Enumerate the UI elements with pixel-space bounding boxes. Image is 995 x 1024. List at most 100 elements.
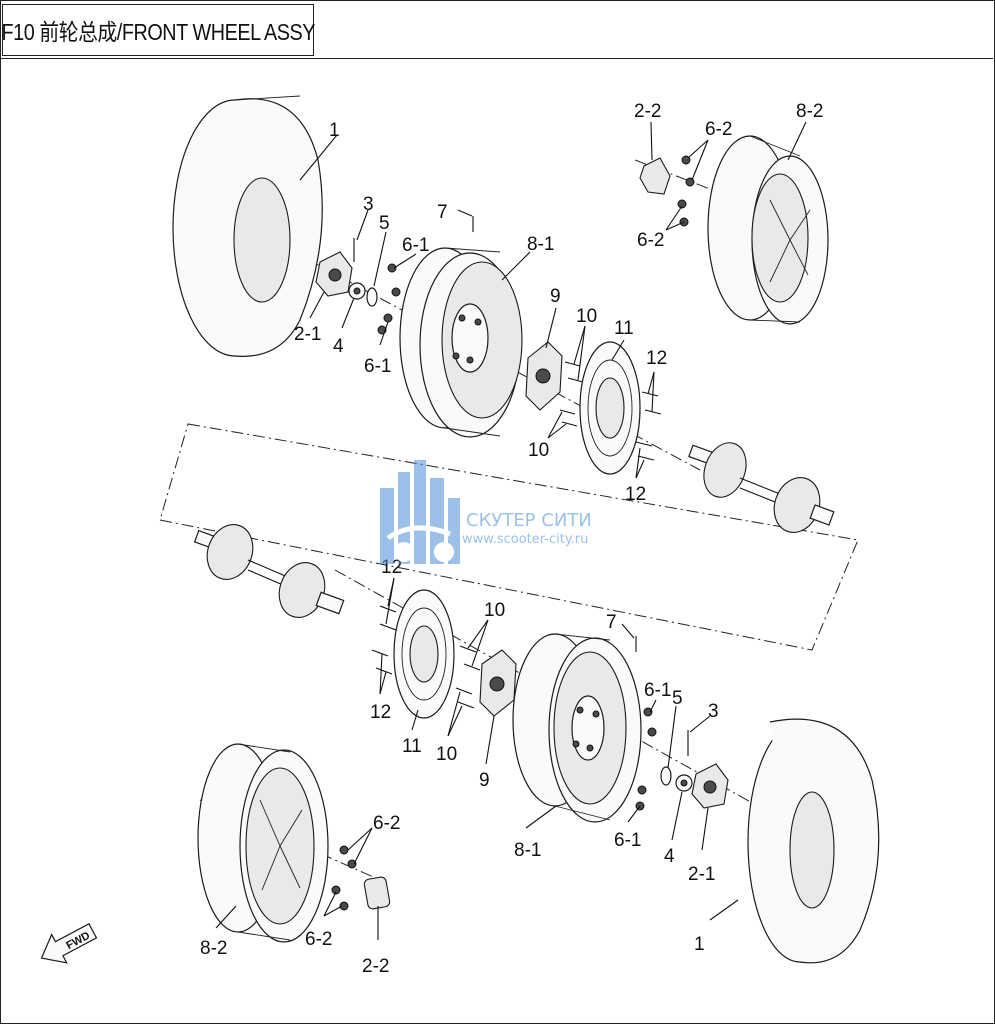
callout-4-upper: 4 <box>333 336 344 357</box>
fwd-label: FWD <box>64 930 92 952</box>
header-divider <box>0 58 993 59</box>
leader-12d-lower <box>379 671 387 695</box>
callout-7-upper: 7 <box>437 202 448 223</box>
drive-shaft-left <box>193 524 345 618</box>
leader-6-2a-upper <box>687 139 709 159</box>
leader-6-2b-upper <box>691 139 709 181</box>
callout-12a-lower: 12 <box>381 557 402 578</box>
leader-6-2d-upper <box>665 221 685 231</box>
leader-3-lower <box>689 715 711 733</box>
callout-1-lower: 1 <box>694 934 705 955</box>
leader-5-lower <box>667 705 677 769</box>
callout-2-2-upper: 2-2 <box>634 101 661 122</box>
page-title: F10 前轮总成/FRONT WHEEL ASSY <box>1 19 315 45</box>
callout-1-upper: 1 <box>329 120 340 141</box>
leader-6-2b-lower <box>353 827 373 865</box>
callout-9-upper: 9 <box>550 286 561 307</box>
leader-6-2a-lower <box>347 827 373 851</box>
leader-6-1b-lower <box>627 805 641 823</box>
leader-7-upper <box>457 209 473 217</box>
leader-4-lower <box>671 791 683 841</box>
leader-6-1b-upper <box>379 321 389 346</box>
callout-5-lower: 5 <box>672 688 683 709</box>
hub-cap-lower <box>691 763 729 809</box>
callout-7-lower: 7 <box>606 612 617 633</box>
disc-bolts-upper <box>635 391 662 461</box>
wheel-hub-lower <box>479 649 517 717</box>
callout-11-upper: 11 <box>614 318 634 339</box>
title-box: F10 前轮总成/FRONT WHEEL ASSY <box>1 4 315 56</box>
callout-6-2b-lower: 6-2 <box>305 929 332 950</box>
callout-9-lower: 9 <box>479 770 490 791</box>
wheel-nuts-upper <box>377 263 401 335</box>
leader-2-1-lower <box>701 807 709 851</box>
leader-11-lower <box>411 709 419 731</box>
leader-10b-lower <box>471 619 489 667</box>
callout-6-2b-upper: 6-2 <box>637 230 664 251</box>
leader-12b-upper <box>651 371 655 413</box>
callout-5-upper: 5 <box>379 213 390 234</box>
drive-shaft-right <box>688 442 835 533</box>
leader-5-upper <box>373 231 387 287</box>
axle-nut-upper <box>348 282 366 300</box>
leader-10c-lower <box>447 691 461 737</box>
leader-6-2c-upper <box>665 205 683 231</box>
hub-cap-2-2-upper <box>639 157 671 195</box>
leader-10a-upper <box>573 325 586 365</box>
nuts-6-2-lower <box>331 845 357 911</box>
leader-11-upper <box>611 339 625 361</box>
leader-8-1-lower <box>525 805 557 829</box>
callout-8-2-lower: 8-2 <box>200 938 227 959</box>
callout-3-lower: 3 <box>708 701 719 722</box>
callout-10b-upper: 10 <box>528 440 549 461</box>
washer-lower <box>660 766 672 786</box>
steel-rim-upper <box>399 247 523 438</box>
leader-10d-lower <box>447 705 463 737</box>
tire-upper <box>172 95 323 357</box>
callout-6-1a-lower: 6-1 <box>644 680 671 701</box>
callout-10a-lower: 10 <box>484 600 505 621</box>
wheel-hub-upper <box>525 341 563 411</box>
callout-8-1-upper: 8-1 <box>527 234 554 255</box>
callout-4-lower: 4 <box>664 846 675 867</box>
callout-2-1-upper: 2-1 <box>294 324 321 345</box>
leader-1-lower <box>709 899 739 921</box>
alloy-rim-upper <box>707 135 829 325</box>
hub-bolts-lower <box>455 645 481 709</box>
callout-6-2a-upper: 6-2 <box>705 119 732 140</box>
callout-10a-upper: 10 <box>576 306 597 327</box>
callout-6-2a-lower-text: 6-2 <box>373 813 400 834</box>
steel-rim-lower <box>512 633 642 823</box>
brake-disc-lower <box>393 589 455 719</box>
leader-12d-upper <box>635 459 645 479</box>
callout-6-1a-upper: 6-1 <box>402 235 429 256</box>
leader-8-2-lower <box>215 905 237 929</box>
leader-8-2-upper <box>787 121 807 161</box>
callout-10b-lower: 10 <box>436 744 457 765</box>
callout-11-lower: 11 <box>402 736 422 757</box>
nuts-6-2-upper <box>677 155 695 227</box>
leader-8-1-upper <box>501 251 531 281</box>
leader-6-1a-upper <box>393 253 417 269</box>
leader-7-lower <box>621 623 635 639</box>
callout-12b-lower: 12 <box>370 702 391 723</box>
tire-lower <box>747 718 880 964</box>
callout-8-2-upper: 8-2 <box>796 101 823 122</box>
leader-12c-lower <box>379 653 383 695</box>
callout-6-1b-upper: 6-1 <box>364 356 391 377</box>
callout-2-2-lower: 2-2 <box>362 956 389 977</box>
washer-upper <box>366 287 378 307</box>
fwd-arrow: FWD <box>40 922 98 964</box>
leader-1-upper <box>299 134 338 181</box>
leader-10c-upper <box>547 411 563 439</box>
leader-2-1-upper <box>309 291 325 319</box>
leader-10a-lower <box>467 619 489 649</box>
hub-cap-upper <box>315 251 353 297</box>
shaft-envelope <box>159 423 859 651</box>
leader-6-1a-lower <box>649 699 657 713</box>
disc-bolts-lower <box>371 605 397 675</box>
leader-6-2c-lower <box>323 891 337 917</box>
callout-2-1-lower: 2-1 <box>688 864 715 885</box>
leader-6-2d-lower <box>323 905 343 917</box>
